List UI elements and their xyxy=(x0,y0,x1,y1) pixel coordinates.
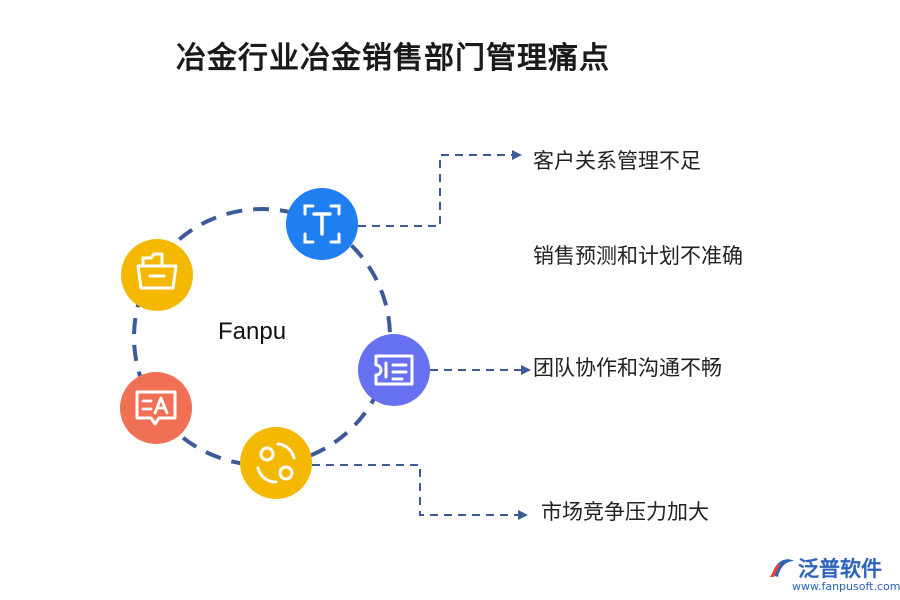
fanpu-logo: 泛普软件 www.fanpusoft.com xyxy=(768,553,900,595)
center-label: Fanpu xyxy=(218,318,287,345)
folder-icon xyxy=(121,239,193,311)
page-title: 冶金行业冶金销售部门管理痛点 xyxy=(176,41,610,76)
connector-4 xyxy=(312,464,525,516)
translate-chat-icon xyxy=(120,372,192,444)
pain-point-2: 销售预测和计划不准确 xyxy=(533,244,743,268)
fanpu-logo-icon xyxy=(770,559,794,577)
pain-point-3: 团队协作和沟通不畅 xyxy=(533,356,722,380)
ticket-list-icon xyxy=(358,334,430,406)
connector-3-arrow xyxy=(521,365,531,375)
pain-point-4: 市场竞争压力加大 xyxy=(541,500,709,524)
pain-point-1: 客户关系管理不足 xyxy=(533,149,701,173)
logo-url: www.fanpusoft.com xyxy=(792,580,900,593)
text-recognition-icon xyxy=(286,188,358,260)
connector-1 xyxy=(358,154,520,227)
logo-name: 泛普软件 xyxy=(798,557,882,581)
swap-circle-icon xyxy=(240,427,312,499)
connector-1-arrow xyxy=(512,150,522,160)
connector-4-arrow xyxy=(518,510,528,520)
